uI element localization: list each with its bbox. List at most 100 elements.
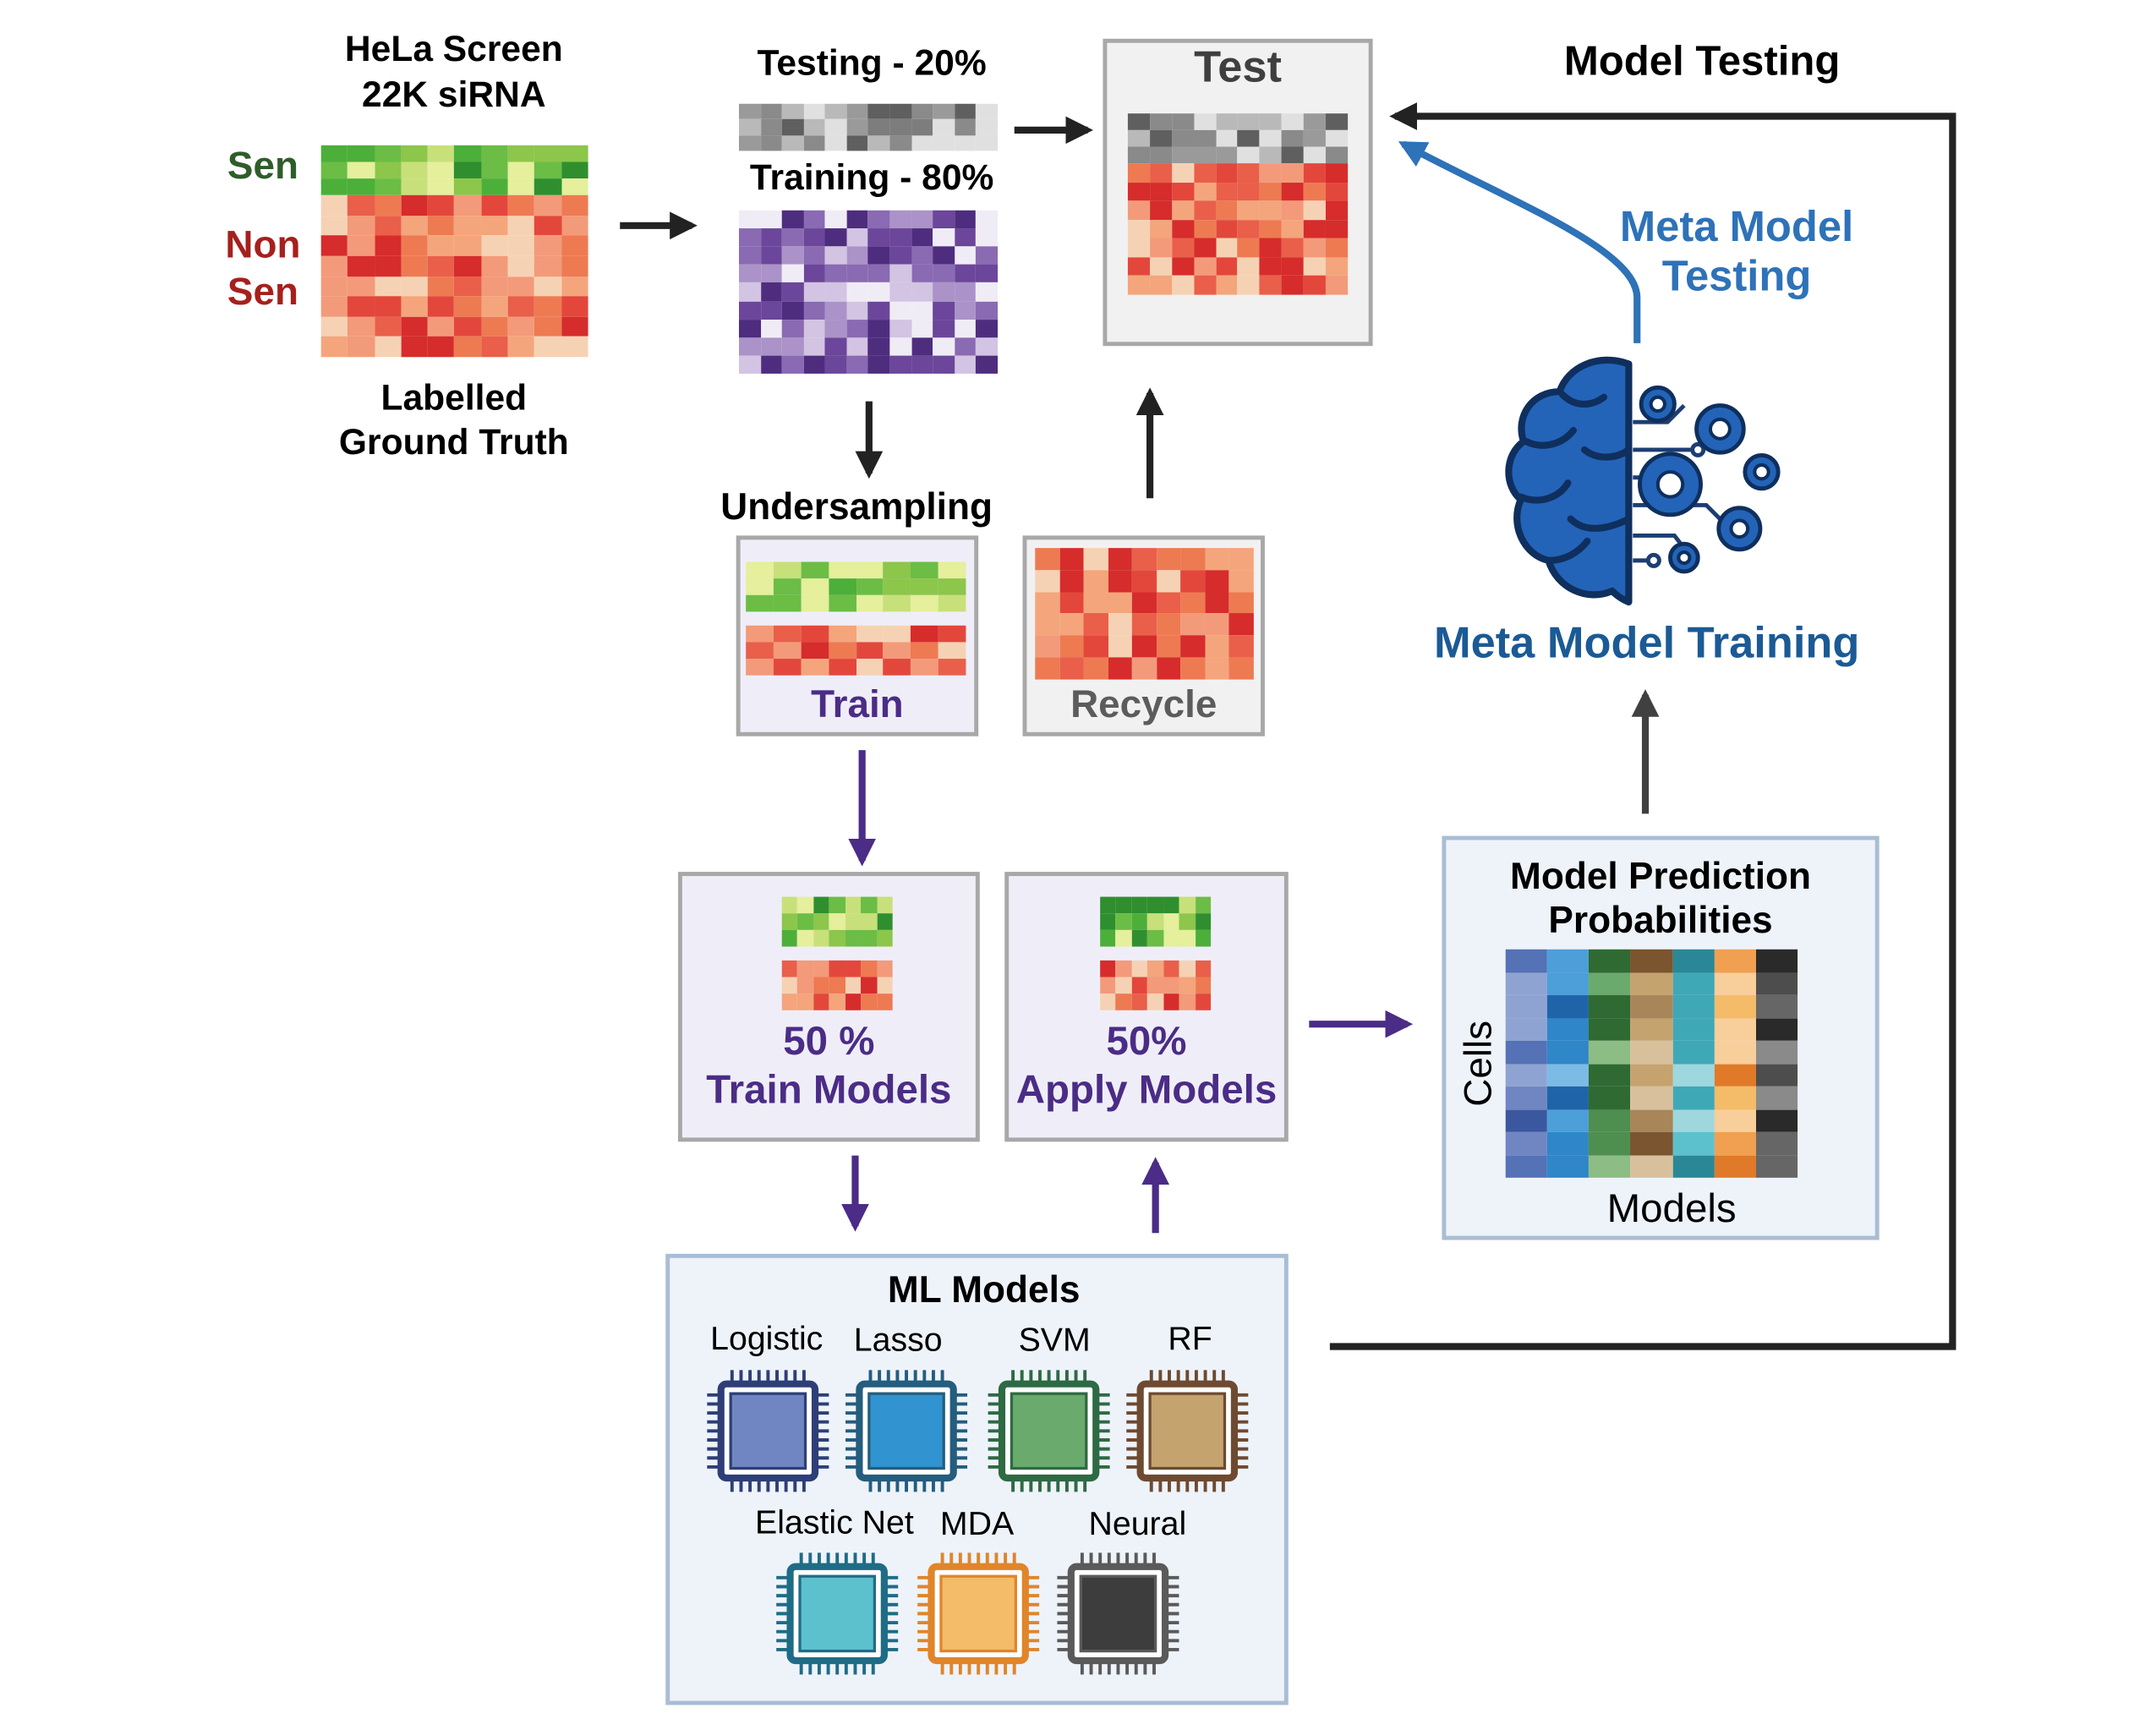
heatmap-cell [828,659,856,676]
heatmap-cell [1100,913,1116,930]
heatmap-cell [781,265,804,283]
heatmap-cell [1035,570,1059,592]
heatmap-cell [1215,163,1239,183]
heatmap-cell [1171,257,1194,276]
heatmap-cell [746,578,774,595]
elastic-net-chip-icon [776,1552,899,1675]
heatmap-cell [1132,548,1157,571]
heatmap-cell [1149,129,1172,147]
heatmap-cell [911,301,933,320]
heatmap-cell [911,337,933,356]
heatmap-cell [1282,257,1305,276]
labelled-text: Labelled [380,376,528,419]
heatmap-cell [955,134,977,151]
heatmap-cell [1163,896,1179,914]
heatmap-cell [1163,994,1179,1010]
heatmap-cell [825,103,847,120]
heatmap-cell [773,659,802,676]
heatmap-cell [561,235,588,256]
heatmap-cell [374,296,402,317]
heatmap-cell [801,642,829,660]
heatmap-cell [1282,129,1305,147]
heatmap-cell [883,625,911,643]
heatmap-cell [955,337,977,356]
heatmap-cell [846,119,869,135]
heatmap-cell [781,119,804,135]
heatmap-cell [845,913,862,930]
heatmap-cell [825,265,847,283]
heatmap-cell [481,215,508,236]
heatmap-cell [1149,219,1172,238]
heatmap-cell [481,235,508,256]
heatmap-cell [507,178,535,195]
heatmap-cell [1163,913,1179,930]
heatmap-cell [454,296,482,317]
heatmap-cell [801,594,829,612]
heatmap-cell [976,210,999,229]
heatmap-cell [883,642,911,660]
heatmap-cell [507,337,535,358]
heatmap-cell [976,228,999,247]
heatmap-cell [1059,548,1084,571]
heatmap-cell [825,246,847,266]
heatmap-cell [507,255,535,276]
heatmap-cell [938,625,966,643]
heatmap-cell [1127,276,1150,295]
heatmap-cell [1171,129,1194,147]
heatmap-cell [1100,994,1116,1010]
heatmap-cell [889,119,912,135]
heatmap-cell [481,194,508,216]
heatmap-cell [955,265,977,283]
neural-chip-icon [1057,1552,1179,1675]
heatmap-cell [1195,994,1212,1010]
heatmap-cell [1215,200,1239,220]
heatmap-cell [933,228,955,247]
heatmap-cell [746,659,774,676]
heatmap-cell [1260,113,1283,130]
heatmap-cell [1171,146,1194,164]
heatmap-cell [1132,613,1157,636]
heatmap-cell [1147,960,1163,977]
heatmap-cell [347,337,375,358]
heatmap-cell [1147,977,1163,994]
heatmap-cell [1171,219,1194,238]
heatmap-cell [1238,129,1261,147]
heatmap-cell [1195,929,1212,947]
heatmap-cell [1156,657,1181,680]
heatmap-cell [829,994,845,1010]
heatmap-cell [846,134,869,151]
heatmap-cell [320,316,348,337]
heatmap-cell [1083,635,1108,658]
heatmap-cell [320,215,348,236]
heatmap-cell [320,235,348,256]
heatmap-cell [507,276,535,297]
heatmap-cell [861,913,877,930]
heatmap-cell [481,178,508,195]
heatmap-cell [1127,219,1150,238]
heatmap-cell [1108,635,1133,658]
train-heatmap-green [746,561,966,612]
heatmap-cell [1193,146,1216,164]
heatmap-cell [976,119,999,135]
heatmap-cell [347,316,375,337]
heatmap-cell [781,929,798,947]
heatmap-cell [955,282,977,302]
heatmap-cell [938,642,966,660]
recycle-label: Recycle [1070,682,1218,725]
heatmap-cell [955,228,977,247]
heatmap-cell [889,355,912,374]
heatmap-cell [933,103,955,120]
heatmap-cell [507,162,535,179]
heatmap-cell [1163,960,1179,977]
heatmap-cell [1171,238,1194,258]
heatmap-cell [781,134,804,151]
heatmap-cell [1156,548,1181,571]
heatmap-cell [1215,276,1239,295]
heatmap-cell [825,301,847,320]
heatmap-cell [507,316,535,337]
heatmap-cell [1238,257,1261,276]
heatmap-cell [1156,635,1181,658]
heatmap-cell [1108,570,1133,592]
heatmap-cell [738,103,761,120]
heatmap-cell [760,119,782,135]
